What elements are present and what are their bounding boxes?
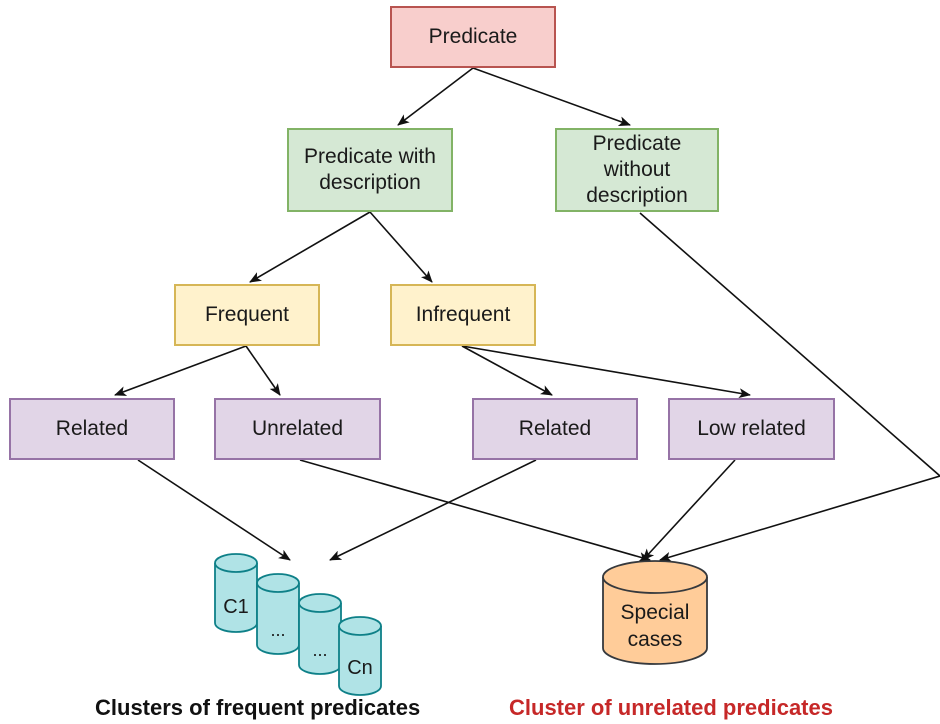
special-cases-cylinder: Special cases [602,560,708,665]
cluster-c3-label: ... [312,640,327,660]
node-frequent: Frequent [174,284,320,346]
special-cases-line2: cases [628,628,683,651]
caption-frequent-clusters: Clusters of frequent predicates [95,695,421,720]
node-unrelated: Unrelated [214,398,381,460]
edge-with-description-to-frequent [249,211,371,283]
special-cases-line1: Special [621,601,690,624]
edge-frequent-to-unrelated [245,345,281,396]
edge-predicate-to-with-description [397,67,474,126]
edge-predicate-to-without-description [472,67,631,126]
edge-infrequent-to-related [461,345,553,396]
edge-related-infrequent-to-clusters [329,459,537,561]
cluster-c2-label: ... [270,620,285,640]
cluster-c1: C1 [214,553,258,633]
cluster-cn-label: Cn [347,657,373,679]
cluster-cn: Cn [338,616,382,696]
node-related-frequent: Related [9,398,175,460]
node-infrequent: Infrequent [390,284,536,346]
node-predicate-without-description: Predicate without description [555,128,719,212]
edge-frequent-to-related [114,345,247,396]
node-low-related: Low related [668,398,835,460]
edge-unrelated-to-special [299,459,651,562]
edge-infrequent-to-low-related [461,345,751,399]
edge-related-frequent-to-clusters [137,459,291,561]
cluster-c3: ... [298,593,342,675]
cluster-c2: ... [256,573,300,655]
node-related-infrequent: Related [472,398,638,460]
edge-with-description-to-infrequent [369,211,433,283]
caption-unrelated-cluster: Cluster of unrelated predicates [509,695,833,720]
edge-without-description-to-special [639,212,940,562]
cluster-cylinders: C1 ... ... Cn [214,553,382,696]
node-predicate: Predicate [390,6,556,68]
cluster-c1-label: C1 [223,596,249,618]
edge-low-related-to-special [642,459,736,561]
node-predicate-with-description: Predicate with description [287,128,453,212]
